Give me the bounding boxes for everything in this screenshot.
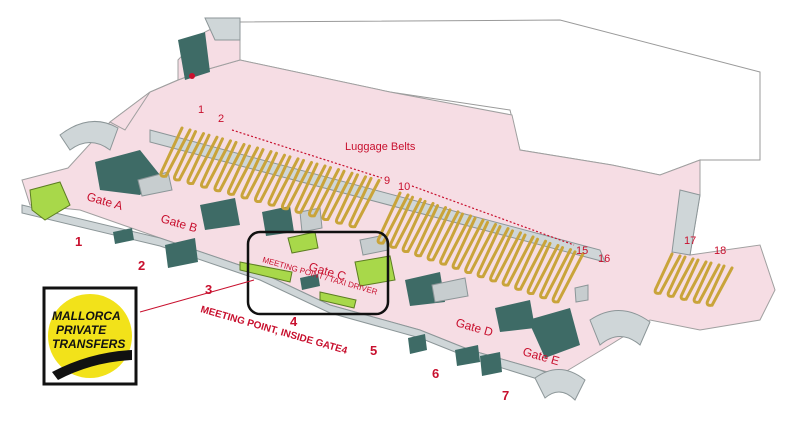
- belt-number-17: 17: [684, 235, 696, 247]
- luggage-belt: [514, 237, 547, 291]
- exit-number-4: 4: [290, 314, 298, 329]
- luggage-belt: [426, 208, 460, 262]
- luggage-belt: [307, 166, 340, 218]
- callout-pointer: [139, 279, 255, 313]
- exit-number-1: 1: [75, 234, 82, 249]
- belt-range-line-2: [411, 185, 575, 246]
- luggage-belt: [267, 155, 300, 207]
- gate-c-callout-box: [246, 230, 390, 316]
- luggage-belt: [705, 264, 734, 307]
- luggage-belt: [294, 162, 327, 214]
- logo-line-1: MALLORCA: [52, 309, 121, 323]
- luggage-belt: [376, 191, 410, 245]
- luggage-belt: [476, 225, 510, 279]
- luggage-belt: [551, 250, 585, 304]
- luggage-belt: [539, 246, 572, 300]
- luggage-belt: [666, 255, 695, 298]
- exit-number-7: 7: [502, 388, 509, 403]
- belt-number-2: 2: [218, 113, 224, 125]
- front-arch: [534, 369, 586, 401]
- luggage-belts-east: [653, 252, 734, 307]
- logo-swoosh: [52, 350, 132, 380]
- luggage-belt: [199, 137, 232, 189]
- luggage-belt: [240, 148, 273, 200]
- luggage-belt: [526, 241, 560, 296]
- logo-line-3: TRANSFERS: [52, 337, 125, 351]
- luggage-belt: [186, 133, 219, 186]
- luggage-belts-label: Luggage Belts: [345, 141, 416, 153]
- luggage-belts-main: [159, 126, 585, 304]
- exit-number-3: 3: [205, 282, 212, 297]
- belt-number-16: 16: [598, 253, 610, 265]
- exit-number-6: 6: [432, 366, 439, 381]
- luggage-belt: [159, 126, 192, 178]
- luggage-belt: [653, 252, 682, 295]
- luggage-belt: [389, 195, 422, 249]
- luggage-belt: [401, 199, 435, 254]
- luggage-belt: [321, 169, 354, 222]
- luggage-belt: [213, 140, 246, 193]
- luggage-belt: [172, 130, 205, 182]
- luggage-belt: [414, 204, 447, 258]
- east-arch: [589, 310, 651, 346]
- luggage-belt: [253, 151, 286, 204]
- luggage-belt: [464, 220, 497, 275]
- info-point-icon: [189, 73, 195, 79]
- luggage-belt: [439, 212, 472, 266]
- logo-line-2: PRIVATE: [56, 323, 107, 337]
- luggage-belt: [679, 258, 708, 301]
- belt-number-1: 1: [198, 104, 204, 116]
- luggage-belt: [692, 261, 721, 304]
- luggage-belt: [226, 144, 259, 196]
- belt-number-15: 15: [576, 245, 588, 257]
- exit-number-5: 5: [370, 343, 377, 358]
- exit-number-2: 2: [138, 258, 145, 273]
- mallorca-private-transfers-logo: MALLORCA PRIVATE TRANSFERS: [42, 286, 138, 386]
- luggage-belt: [348, 176, 381, 229]
- luggage-belt: [280, 158, 313, 211]
- luggage-belt: [489, 229, 522, 283]
- meeting-point-main-label: MEETING POINT, INSIDE GATE4: [199, 304, 349, 357]
- highlight-blocks: [29, 181, 396, 309]
- east-wall: [671, 189, 701, 256]
- luggage-belt: [451, 216, 485, 270]
- belt-number-9: 9: [384, 175, 390, 187]
- west-arch: [59, 120, 119, 151]
- belt-number-10: 10: [398, 181, 410, 193]
- luggage-belt: [501, 233, 535, 287]
- belt-number-18: 18: [714, 245, 726, 257]
- luggage-belt: [334, 173, 367, 225]
- west-tower: [178, 32, 210, 80]
- north-wall: [204, 17, 241, 41]
